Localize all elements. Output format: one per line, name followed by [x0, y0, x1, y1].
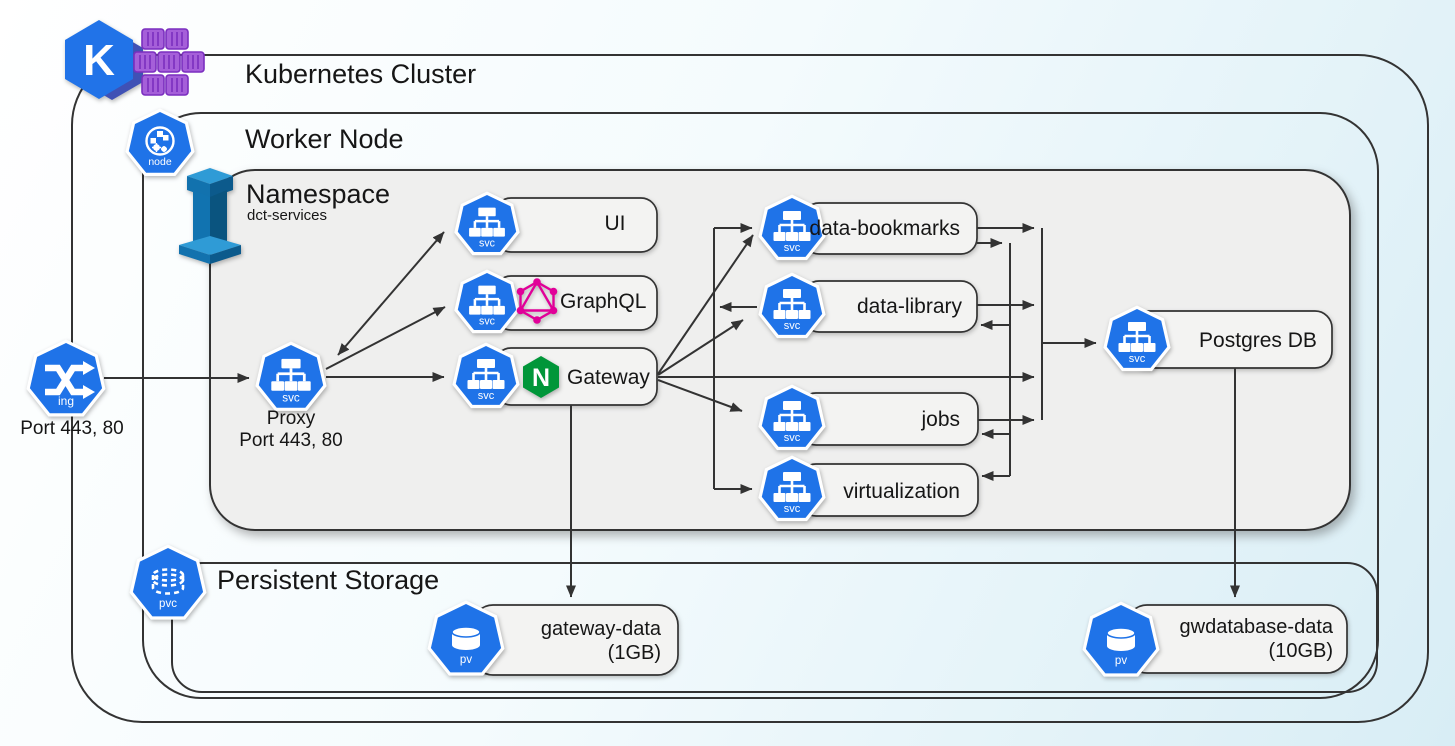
svg-text:pv: pv: [1115, 655, 1127, 667]
svg-text:pvc: pvc: [159, 598, 177, 610]
svg-text:svc: svc: [282, 391, 300, 404]
svg-text:svc: svc: [479, 315, 496, 327]
gateway-data-size: (1GB): [607, 642, 661, 664]
data-library-label: data-library: [856, 295, 962, 318]
ingress-ports-label: Port 443, 80: [20, 418, 124, 439]
worker-node-container: [142, 112, 1379, 699]
edge-proxy-ui: [337, 231, 445, 356]
gateway-data-name: gateway-data: [540, 618, 661, 640]
svg-text:pv: pv: [460, 654, 472, 666]
edge-layer: [104, 223, 1240, 598]
edge-gateway-bookmarks: [657, 234, 754, 375]
svc-icon: svc: [452, 342, 520, 409]
container-cube-icon: [141, 74, 165, 96]
svg-text:svc: svc: [784, 432, 801, 444]
svc-icon: svc: [758, 455, 826, 522]
gateway-data-label: gateway-data (1GB): [541, 617, 661, 665]
svg-text:svc: svc: [479, 237, 496, 249]
worker-node-title: Worker Node: [245, 124, 404, 154]
storage-title: Persistent Storage: [217, 565, 440, 595]
svg-text:svc: svc: [478, 390, 495, 402]
gwdatabase-data-name: gwdatabase-data: [1179, 616, 1333, 638]
svg-text:K: K: [83, 36, 115, 85]
proxy-ports-label: Port 443, 80: [239, 430, 343, 451]
pv-icon: pv: [427, 600, 505, 676]
svg-text:svc: svc: [784, 503, 801, 515]
container-cube-icon: [141, 28, 165, 50]
container-cube-icon: [133, 51, 157, 73]
container-cube-icon: [165, 74, 189, 96]
svg-text:svc: svc: [1129, 353, 1146, 365]
persistent-storage-container: [171, 562, 1378, 693]
container-cube-icon: [165, 28, 189, 50]
svc-icon: svc: [758, 194, 826, 261]
jobs-label: jobs: [921, 408, 960, 431]
gateway-label: Gateway: [567, 366, 650, 389]
namespace-tower-icon: [179, 168, 241, 264]
edge-gateway-library: [657, 319, 744, 376]
data-bookmarks-label: data-bookmarks: [809, 217, 960, 240]
svc-icon: svc: [454, 269, 520, 334]
container-cube-icon: [181, 51, 205, 73]
svc-icon: svc: [255, 341, 327, 411]
ui-label: UI: [604, 212, 626, 235]
namespace-container: [209, 169, 1351, 531]
virtualization-label: virtualization: [843, 480, 960, 503]
edge-proxy-graphql: [325, 306, 446, 370]
containers-icon: [133, 28, 205, 96]
svg-text:ing: ing: [58, 394, 74, 408]
graphql-label: GraphQL: [560, 290, 647, 313]
nginx-logo-icon: N: [523, 356, 559, 398]
svc-icon: svc: [758, 384, 826, 451]
pv-icon: pv: [1082, 601, 1160, 677]
namespace-name: dct-services: [247, 207, 328, 224]
svg-text:svc: svc: [784, 320, 801, 332]
svg-text:N: N: [532, 364, 550, 392]
pvc-icon: pvc: [129, 544, 207, 620]
ingress-icon: ing: [26, 339, 106, 417]
svc-icon: svc: [758, 272, 826, 339]
edge-gateway-jobs: [657, 379, 743, 412]
svg-text:svc: svc: [784, 242, 801, 254]
cluster-title: Kubernetes Cluster: [245, 59, 477, 89]
svc-icon: svc: [454, 191, 520, 256]
namespace-title: Namespace: [246, 179, 391, 209]
container-cube-icon: [157, 51, 181, 73]
graphql-logo-icon: [516, 278, 558, 324]
node-icon: node: [125, 108, 195, 176]
postgres-label: Postgres DB: [1199, 329, 1317, 352]
proxy-label: Proxy: [266, 408, 316, 429]
svg-text:node: node: [148, 156, 172, 168]
gwdatabase-data-size: (10GB): [1268, 640, 1333, 662]
gwdatabase-data-label: gwdatabase-data (10GB): [1180, 615, 1333, 663]
icon-layer: svc svc svc svc svc svc: [26, 108, 1171, 677]
kubernetes-logo-icon: K: [65, 20, 143, 100]
svc-icon: svc: [1103, 305, 1171, 372]
ui-box: [494, 197, 658, 253]
